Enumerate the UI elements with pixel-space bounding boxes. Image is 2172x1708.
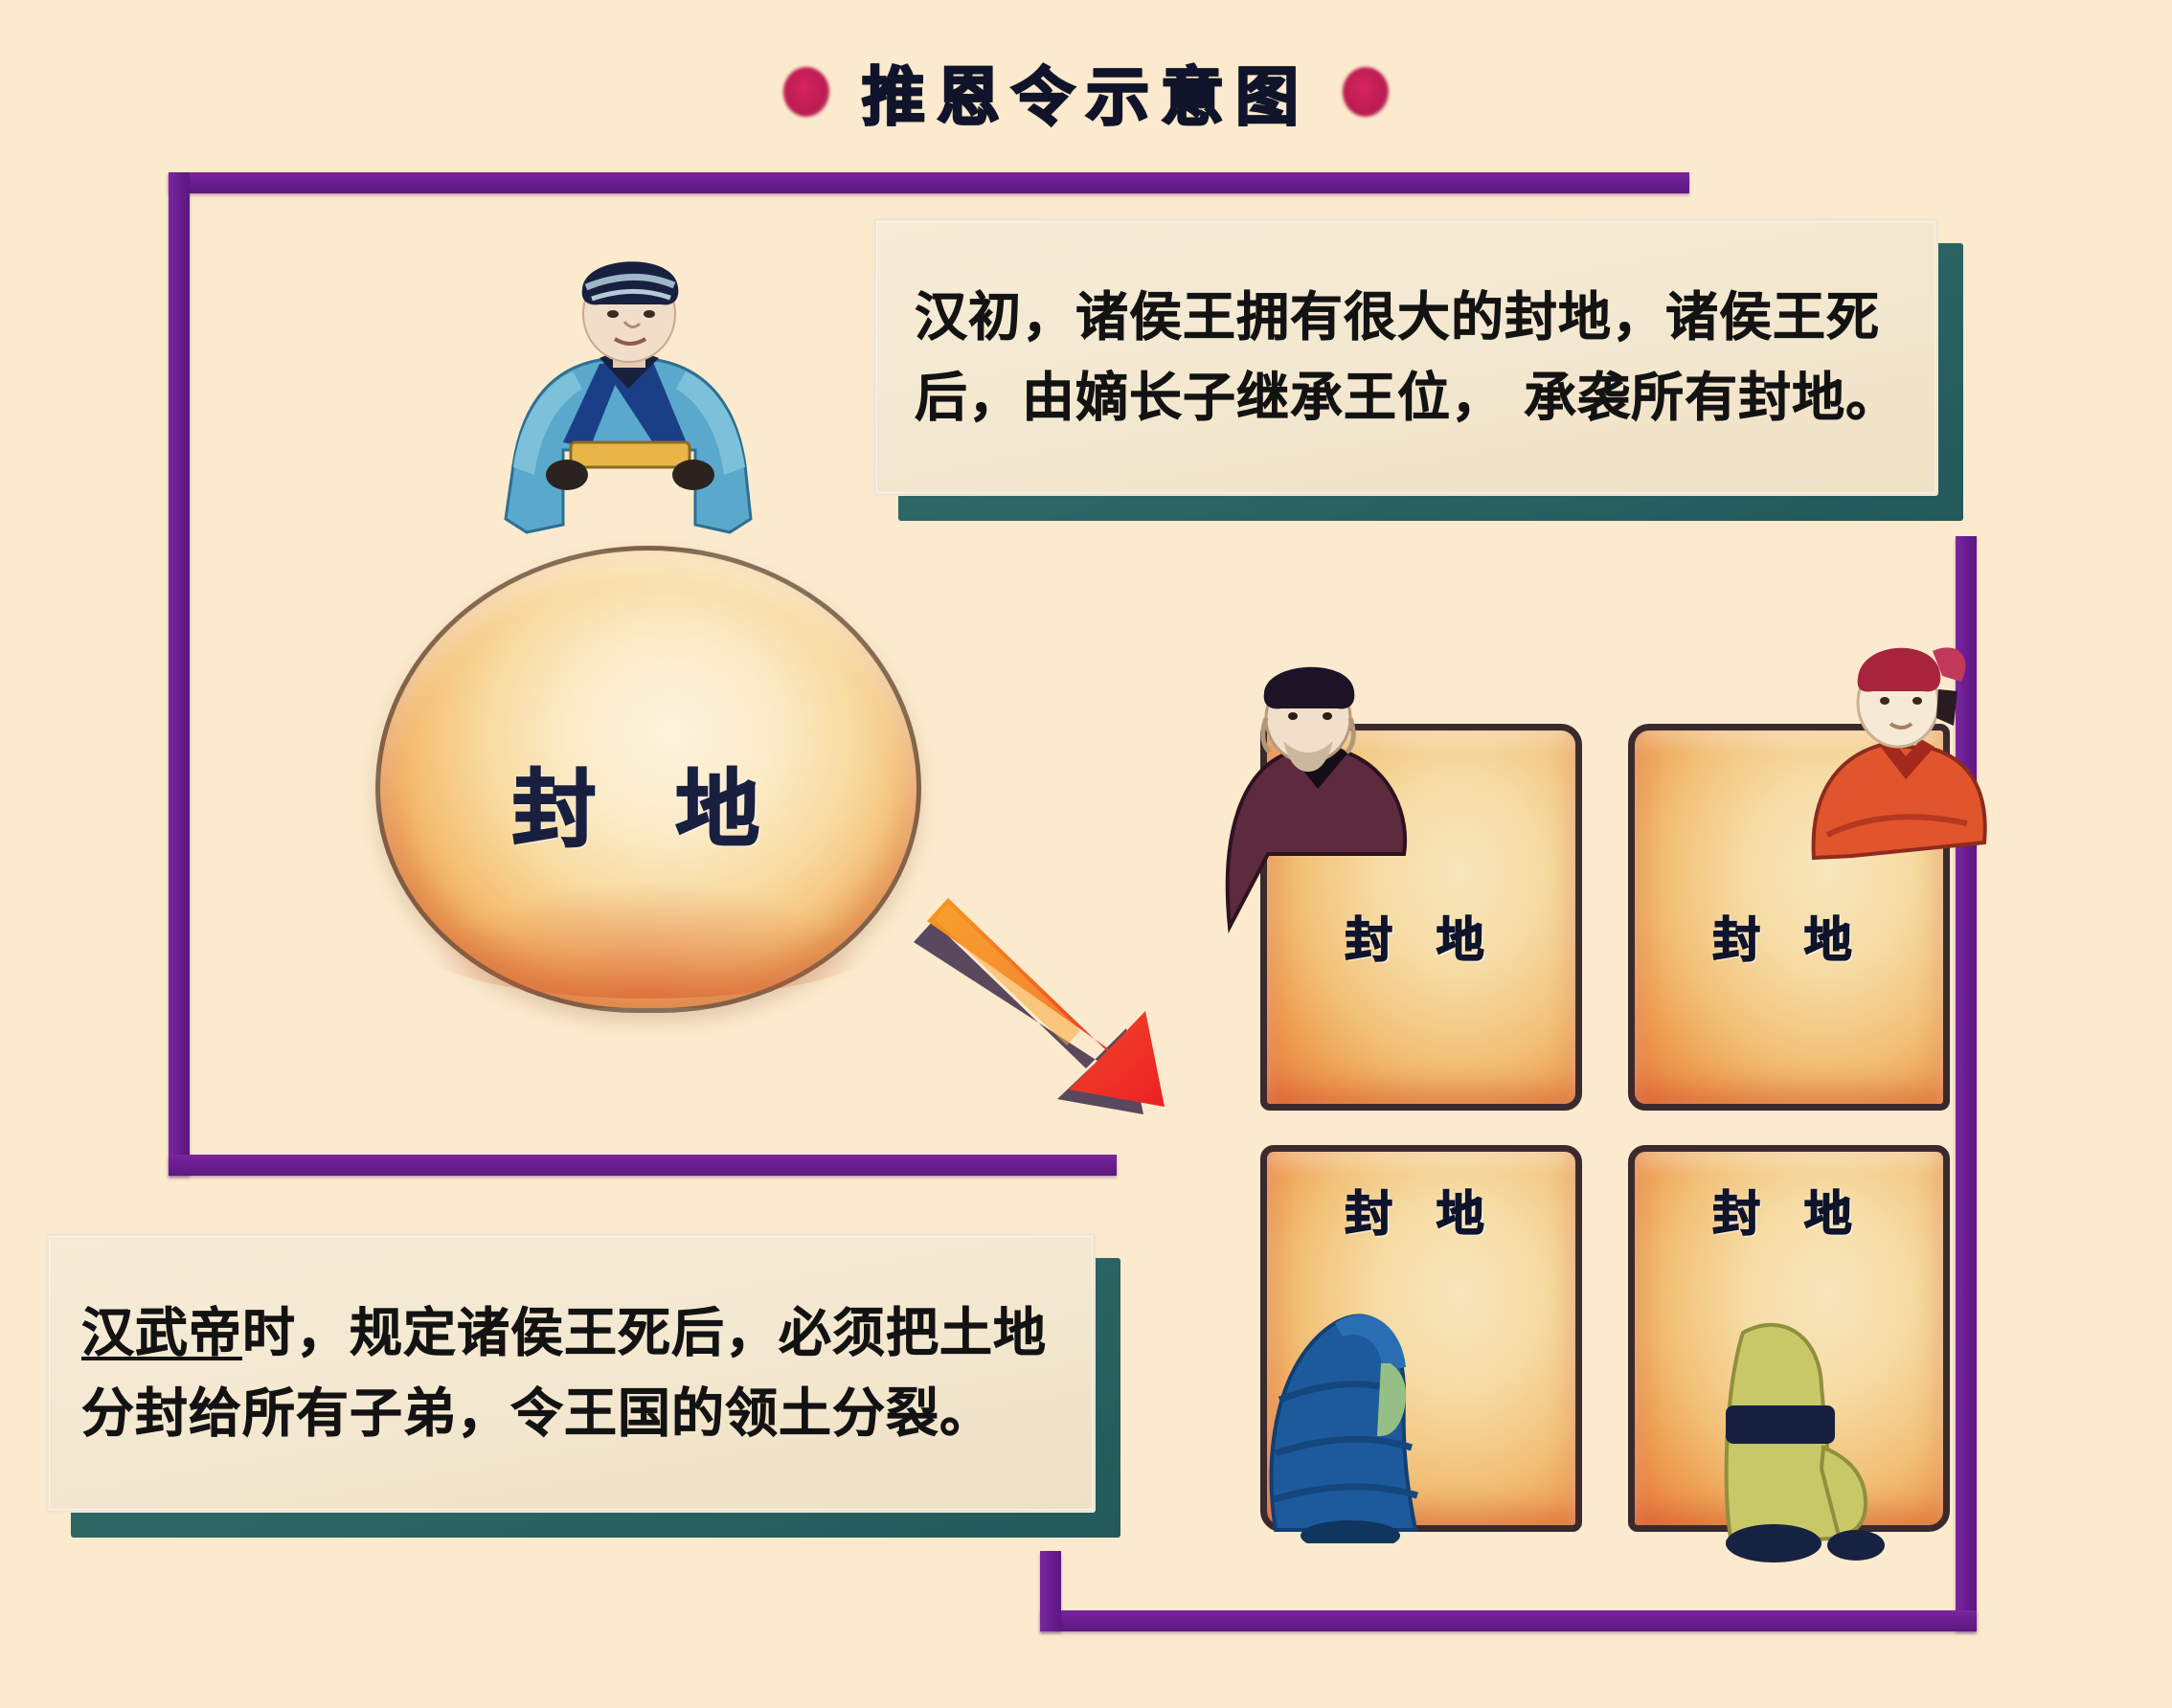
frame-lower-left-bar: [1040, 1551, 1061, 1631]
blue-robe-child-figure-svg: [1269, 1314, 1418, 1551]
yellow-robe-child-figure-svg: [1724, 1322, 1885, 1562]
frame-lower-bottom-bar: [1040, 1610, 1977, 1631]
note-top-text: 汉初，诸侯王拥有很大的封地，诸侯王死后，由嫡长子继承王位， 承袭所有封地。: [915, 285, 1900, 428]
title-dot-left-icon: [783, 67, 829, 117]
quarter-bottom-left-label: 封 地: [1344, 1185, 1498, 1243]
page-title: 推恩令示意图: [0, 46, 2172, 138]
land-disc-label: 封 地: [511, 759, 785, 860]
frame-upper-bottom-bar: [169, 1155, 1117, 1176]
frame-upper-left-bar: [169, 172, 190, 1176]
quarter-top-left-label: 封 地: [1344, 911, 1498, 969]
note-bottom-text: 汉武帝时，规定诸侯王死后，必须把土地分封给所有子弟，令王国的领土分裂。: [81, 1292, 1064, 1452]
yellow-robe-child-figure: [1693, 1304, 1913, 1562]
red-robe-noble-figure-svg: [1811, 647, 1987, 861]
frame-upper-top-bar: [169, 172, 1689, 193]
divided-land-quarters: 封 地 封 地: [1225, 647, 1987, 1562]
feudal-land-disc: 封 地: [375, 546, 921, 1013]
split-arrow: [910, 879, 1188, 1147]
han-noble-figure-svg: [504, 261, 753, 534]
quarter-bottom-right-label: 封 地: [1711, 1185, 1866, 1243]
han-noble-figure: [456, 245, 801, 571]
note-han-early-period: 汉初，诸侯王拥有很大的封地，诸侯王死后，由嫡长子继承王位， 承袭所有封地。: [873, 218, 1963, 521]
land-disc-shape: [375, 546, 921, 1013]
page-title-text: 推恩令示意图: [861, 58, 1310, 136]
note-emperor-wu-decree: 汉武帝时，规定诸侯王死后，必须把土地分封给所有子弟，令王国的领土分裂。: [46, 1233, 1120, 1538]
split-arrow-svg: [914, 898, 1165, 1114]
note-bottom-underlined-term: 汉武帝: [81, 1301, 243, 1364]
quarter-top-right-label: 封 地: [1711, 911, 1866, 969]
note-card: 汉初，诸侯王拥有很大的封地，诸侯王死后，由嫡长子继承王位， 承袭所有封地。: [873, 218, 1938, 496]
note-bottom-rest-text: 时，规定诸侯王死后，必须把土地分封给所有子弟，令王国的领土分裂。: [81, 1301, 1048, 1444]
bearded-noble-figure-svg: [1225, 666, 1407, 933]
red-robe-noble-figure: [1789, 618, 2009, 906]
bearded-noble-figure: [1201, 649, 1431, 936]
title-dot-right-icon: [1343, 67, 1389, 117]
note-card: 汉武帝时，规定诸侯王死后，必须把土地分封给所有子弟，令王国的领土分裂。: [46, 1233, 1096, 1513]
blue-robe-child-figure: [1247, 1256, 1448, 1551]
